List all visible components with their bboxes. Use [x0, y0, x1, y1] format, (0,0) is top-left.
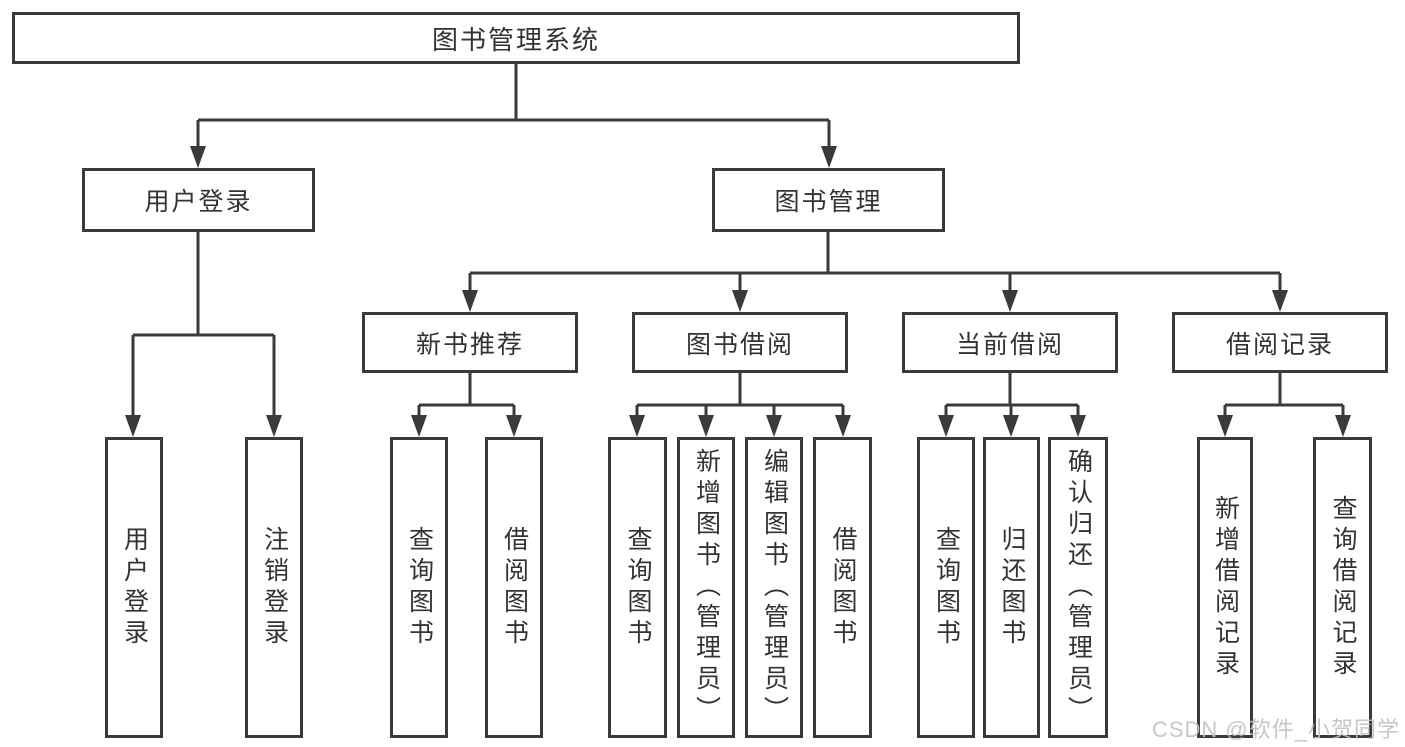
- leaf-return-books: 归还图书: [983, 437, 1040, 738]
- arrow-down-icon: [766, 415, 782, 437]
- leaf-user-login: 用户登录: [105, 437, 163, 738]
- arrow-down-icon: [1003, 415, 1019, 437]
- node-library-management-system: 图书管理系统: [12, 12, 1020, 64]
- node-new-book-recommend: 新书推荐: [362, 312, 578, 373]
- arrow-down-icon: [835, 415, 851, 437]
- leaf-borrow-books-recommend: 借阅图书: [485, 437, 543, 738]
- leaf-query-books-borrowing: 查询图书: [608, 437, 667, 738]
- csdn-watermark: CSDN @软件_小贺同学: [1151, 717, 1400, 742]
- leaf-add-books-admin: 新增图书（管理员）: [677, 437, 735, 738]
- arrow-down-icon: [732, 290, 748, 312]
- arrow-down-icon: [1217, 415, 1233, 437]
- leaf-borrow-books: 借阅图书: [813, 437, 872, 738]
- arrow-down-icon: [125, 415, 141, 437]
- node-book-borrowing: 图书借阅: [632, 312, 848, 373]
- arrow-down-icon: [938, 415, 954, 437]
- node-user-login: 用户登录: [82, 168, 315, 232]
- leaf-add-borrow-record: 新增借阅记录: [1197, 437, 1253, 738]
- node-current-borrowing: 当前借阅: [902, 312, 1118, 373]
- node-book-management: 图书管理: [712, 168, 945, 232]
- arrow-down-icon: [1272, 290, 1288, 312]
- arrow-down-icon: [821, 146, 837, 168]
- arrow-down-icon: [266, 415, 282, 437]
- arrow-down-icon: [190, 146, 206, 168]
- arrow-down-icon: [506, 415, 522, 437]
- leaf-query-books-current: 查询图书: [917, 437, 975, 738]
- leaf-query-borrow-record: 查询借阅记录: [1313, 437, 1372, 738]
- arrow-down-icon: [462, 290, 478, 312]
- leaf-confirm-return-admin: 确认归还（管理员）: [1048, 437, 1108, 738]
- leaf-query-books-recommend: 查询图书: [390, 437, 448, 738]
- arrow-down-icon: [698, 415, 714, 437]
- arrowheads-group: [125, 146, 1351, 437]
- arrow-down-icon: [1002, 290, 1018, 312]
- leaf-logout: 注销登录: [245, 437, 303, 738]
- arrow-down-icon: [629, 415, 645, 437]
- arrow-down-icon: [1335, 415, 1351, 437]
- arrow-down-icon: [411, 415, 427, 437]
- arrow-down-icon: [1070, 415, 1086, 437]
- connector-path: [131, 62, 1345, 417]
- node-borrowing-records: 借阅记录: [1172, 312, 1388, 373]
- leaf-edit-books-admin: 编辑图书（管理员）: [745, 437, 803, 738]
